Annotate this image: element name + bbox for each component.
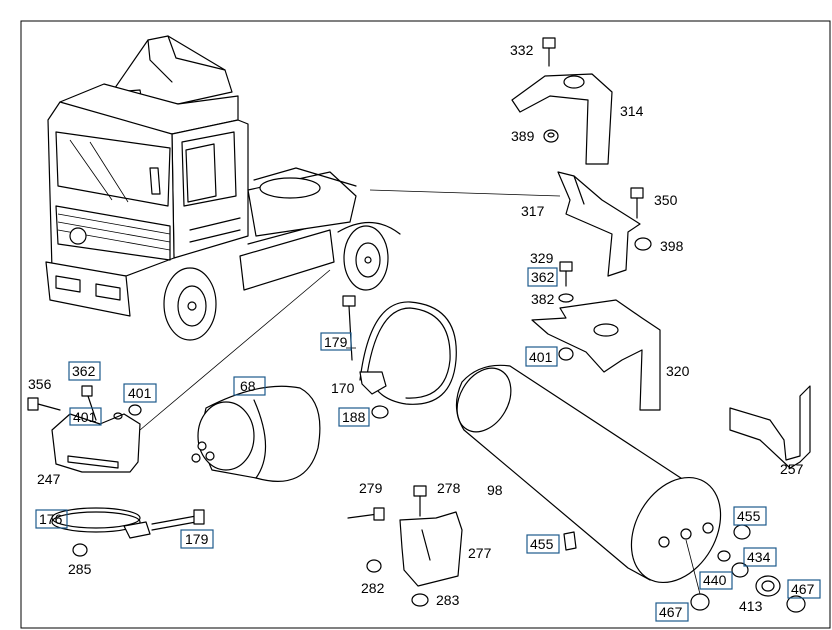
label-278: 278 (437, 480, 461, 496)
label-398: 398 (660, 238, 684, 254)
label-176: 176 (39, 511, 63, 527)
label-box-179a (320, 332, 352, 351)
label-455b: 455 (737, 508, 761, 524)
label-box-362a (527, 267, 558, 287)
bracket-247-group (27, 385, 142, 473)
label-box-455b (733, 506, 767, 526)
label-282: 282 (361, 580, 385, 596)
label-179a: 179 (324, 334, 348, 350)
label-467a: 467 (659, 604, 683, 620)
label-389: 389 (511, 128, 535, 144)
truck-illustration (45, 35, 401, 341)
bracket-257 (729, 385, 811, 469)
label-329: 329 (530, 250, 554, 266)
label-350: 350 (654, 192, 678, 208)
label-434: 434 (747, 549, 771, 565)
diagram-frame (20, 20, 831, 629)
label-285: 285 (68, 561, 92, 577)
label-box-467b (787, 579, 821, 599)
air-tank-98 (455, 364, 806, 613)
label-box-401c (123, 383, 157, 403)
label-68: 68 (240, 378, 256, 394)
label-401c: 401 (128, 385, 152, 401)
label-box-362b (68, 361, 101, 381)
label-box-68 (233, 376, 266, 396)
label-320: 320 (666, 363, 690, 379)
label-440: 440 (703, 572, 727, 588)
label-283: 283 (436, 592, 460, 608)
bracket-314-group (511, 37, 613, 165)
label-box-401b (69, 407, 102, 426)
bracket-320-group (531, 261, 661, 411)
label-179b: 179 (185, 531, 209, 547)
label-467b: 467 (791, 581, 815, 597)
label-box-467a (655, 602, 689, 622)
label-356: 356 (28, 376, 52, 392)
label-box-455a (526, 534, 560, 554)
label-98: 98 (487, 482, 503, 498)
label-382: 382 (531, 291, 555, 307)
label-247: 247 (37, 471, 61, 487)
clamp-176-group (51, 507, 205, 557)
label-188: 188 (342, 409, 366, 425)
label-170: 170 (331, 380, 355, 396)
label-332: 332 (510, 42, 534, 58)
label-box-401a (525, 346, 558, 367)
label-413: 413 (739, 598, 763, 614)
label-box-176 (35, 509, 68, 529)
label-401b: 401 (73, 409, 97, 425)
label-box-188 (338, 407, 370, 427)
air-tank-68 (191, 385, 321, 482)
label-362b: 362 (72, 363, 96, 379)
label-box-179b (180, 529, 214, 549)
label-314: 314 (620, 103, 644, 119)
bracket-277-group (347, 485, 463, 607)
label-box-440 (699, 571, 733, 590)
strap-170-group (342, 295, 457, 419)
bracket-317-group (557, 171, 652, 277)
label-277: 277 (468, 545, 492, 561)
part-labels: 332 314 389 317 350 398 329 362 382 401 … (28, 42, 821, 622)
label-401a: 401 (529, 349, 553, 365)
label-317: 317 (521, 203, 545, 219)
label-455a: 455 (530, 536, 554, 552)
label-279: 279 (359, 480, 383, 496)
label-257: 257 (780, 461, 804, 477)
label-362a: 362 (531, 269, 555, 285)
label-box-434 (743, 547, 777, 567)
